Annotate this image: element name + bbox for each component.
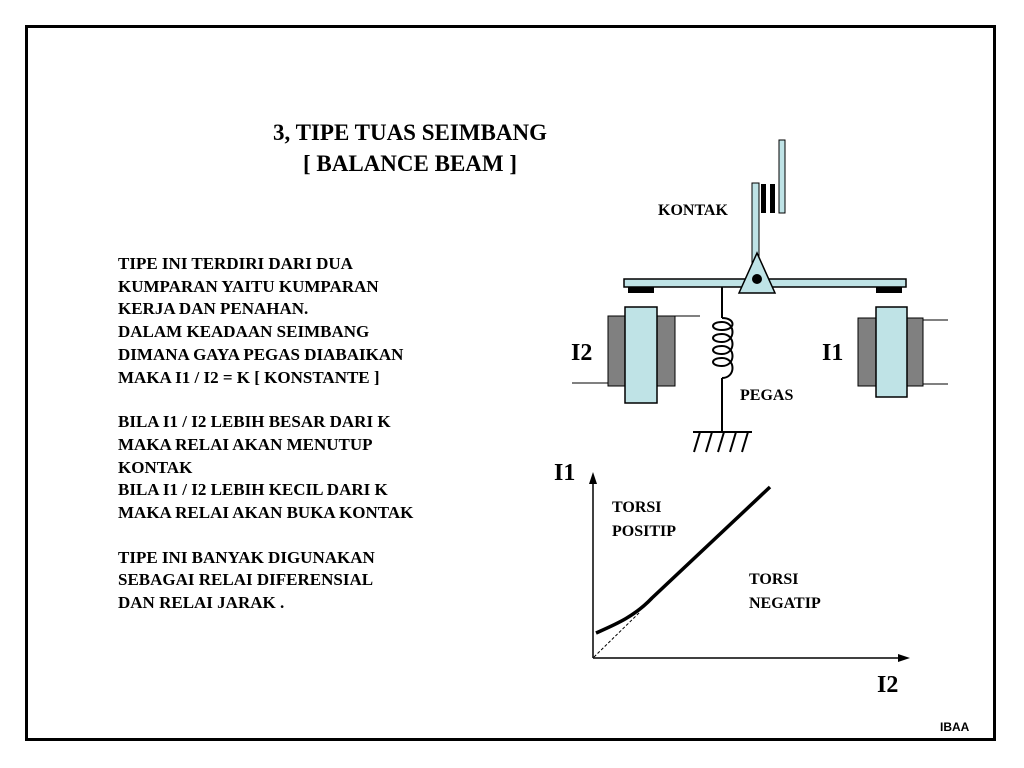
body-line: KONTAK xyxy=(118,457,193,477)
body-line: MAKA RELAI AKAN BUKA KONTAK xyxy=(118,503,414,523)
region-positive-line-2: POSITIP xyxy=(612,523,676,540)
body-line: MAKA RELAI AKAN MENUTUP xyxy=(118,434,373,454)
body-line: SEBAGAI RELAI DIFERENSIAL xyxy=(118,570,374,590)
fixed-contact-arm xyxy=(778,139,786,214)
title-line-1: 3, TIPE TUAS SEIMBANG xyxy=(273,120,547,145)
description-text: TIPE INI TERDIRI DARI DUA KUMPARAN YAITU… xyxy=(118,253,538,615)
slide-title: 3, TIPE TUAS SEIMBANG [ BALANCE BEAM ] xyxy=(200,117,620,179)
y-axis-label: I1 xyxy=(554,460,575,486)
title-line-2: [ BALANCE BEAM ] xyxy=(302,151,518,176)
coil-label-i2: I2 xyxy=(571,340,592,366)
author-credit: IBAA xyxy=(940,720,970,734)
armature-left xyxy=(628,287,654,293)
x-axis-label: I2 xyxy=(877,672,898,698)
coil-core-right xyxy=(875,306,908,398)
body-line: DAN RELAI JARAK . xyxy=(118,593,285,613)
x-axis-arrow-icon xyxy=(898,654,910,662)
ideal-dashed-line xyxy=(593,611,641,658)
body-line: MAKA I1 / I2 = K [ KONSTANTE ] xyxy=(118,367,380,387)
body-line: DALAM KEADAAN SEIMBANG xyxy=(118,322,370,342)
region-positive-line-1: TORSI xyxy=(612,499,662,516)
pivot-pin xyxy=(752,274,762,284)
spring xyxy=(712,287,734,432)
operating-characteristic-curve xyxy=(595,485,772,635)
body-line: KUMPARAN YAITU KUMPARAN xyxy=(118,276,379,296)
body-line: BILA I1 / I2 LEBIH KECIL DARI K xyxy=(118,480,388,500)
contact-block-left xyxy=(761,184,766,213)
body-line: KERJA DAN PENAHAN. xyxy=(118,299,309,319)
graph-axes xyxy=(589,472,910,662)
slide-frame xyxy=(25,25,996,741)
coil-label-i1: I1 xyxy=(822,340,843,366)
body-line: DIMANA GAYA PEGAS DIABAIKAN xyxy=(118,344,404,364)
pivot-fulcrum xyxy=(737,251,777,294)
body-line: BILA I1 / I2 LEBIH BESAR DARI K xyxy=(118,412,391,432)
region-negative-line-1: TORSI xyxy=(749,571,799,588)
armature-right xyxy=(876,287,902,293)
body-line: TIPE INI TERDIRI DARI DUA xyxy=(118,254,353,273)
region-negative-line-2: NEGATIP xyxy=(749,595,821,612)
pegas-label: PEGAS xyxy=(740,387,793,404)
ground-symbol xyxy=(693,431,752,453)
y-axis-arrow-icon xyxy=(589,472,597,484)
contact-block-right xyxy=(770,184,775,213)
body-line: TIPE INI BANYAK DIGUNAKAN xyxy=(118,547,375,567)
kontak-label: KONTAK xyxy=(658,202,728,219)
coil-core-left xyxy=(624,306,658,404)
